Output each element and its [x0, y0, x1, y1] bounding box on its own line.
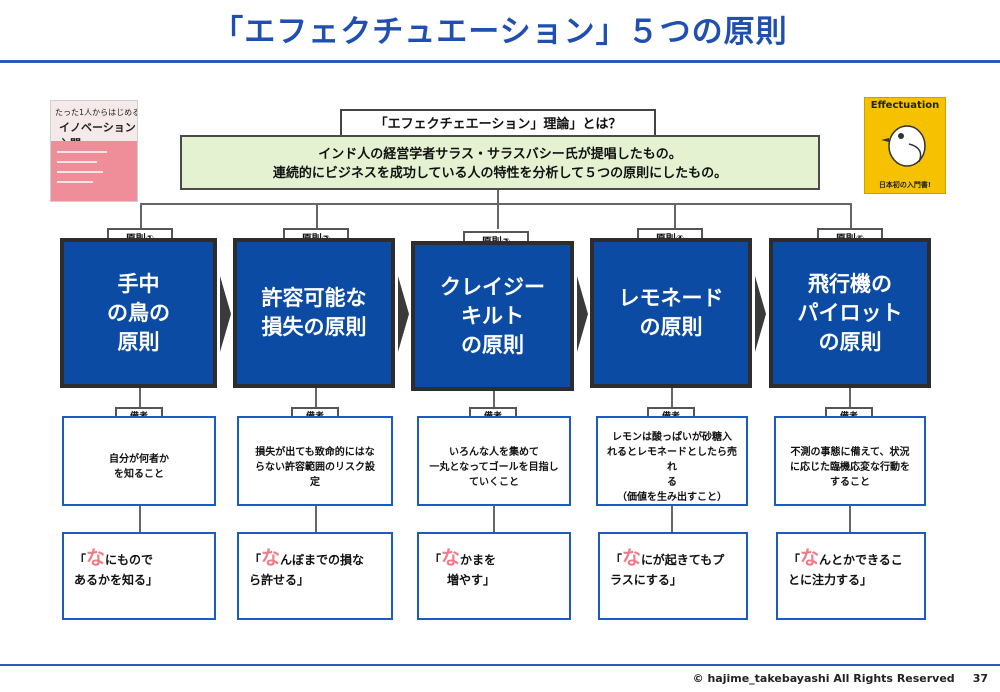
quote-box: 「なにもので あるかを知る」 — [62, 532, 216, 620]
quote-line2: あるかを知る」 — [74, 573, 159, 587]
connector-line — [850, 203, 852, 229]
note-text: 損失が出ても致命的にはな らない許容範囲のリスク設 定 — [255, 446, 375, 488]
principle-title-line: パイロット — [797, 300, 903, 325]
connector-line — [139, 388, 141, 412]
connector-line — [315, 506, 317, 532]
book-right-title: Effectuation — [870, 100, 940, 111]
quote-text: にが起きてもプ — [641, 553, 725, 567]
quote-line2: ら許せる」 — [249, 573, 310, 587]
principle-title-line: の原則 — [818, 329, 882, 354]
note-box: 損失が出ても致命的にはな らない許容範囲のリスク設 定 — [237, 416, 393, 506]
principle-box: 飛行機の パイロット の原則 — [769, 238, 931, 388]
quote-text: んとかできるこ — [819, 553, 903, 567]
connector-line — [316, 203, 318, 229]
principle-title-line: レモネード — [618, 286, 724, 310]
book-left-text-line — [57, 151, 107, 153]
connector-line — [849, 506, 851, 532]
note-box: レモンは酸っぱいが砂糖入 れるとレモネードとしたら売れ る （価値を生み出すこと… — [596, 416, 748, 506]
quote-initial: な — [800, 547, 820, 569]
flow-arrow — [220, 276, 231, 352]
note-box: いろんな人を集めて 一丸となってゴールを目指し ていくこと — [417, 416, 571, 506]
book-left-top-line: たった1人からはじめる — [55, 108, 138, 117]
connector-line — [315, 388, 317, 412]
quote-box: 「なんとかできるこ とに注力する」 — [776, 532, 926, 620]
connector-line — [140, 203, 851, 205]
book-left-text-line — [57, 181, 93, 183]
principle-title-line: 損失の原則 — [261, 315, 367, 339]
principle-title-line: 飛行機の — [808, 271, 892, 296]
book-cover-effectuation: Effectuation 日本初の入門書! — [864, 97, 946, 194]
connector-line — [674, 203, 676, 229]
connector-line — [139, 506, 141, 532]
connector-line — [671, 506, 673, 532]
note-text: レモンは酸っぱいが砂糖入 れるとレモネードとしたら売れ る （価値を生み出すこと… — [607, 431, 737, 503]
connector-line — [497, 203, 499, 229]
connector-line — [140, 203, 142, 229]
connector-line — [493, 391, 495, 412]
quote-line1: 「なにが起きてもプ — [610, 547, 725, 569]
theory-desc-line2: 連続的にビジネスを成功している人の特性を分析して５つの原則にしたもの。 — [272, 166, 728, 181]
footer: © hajime_takebayashi All Rights Reserved… — [675, 672, 988, 685]
principle-title-line: 手中 — [117, 271, 160, 296]
principle-title-line: の原則 — [639, 315, 703, 339]
quote-line2: ラスにする」 — [610, 573, 682, 587]
quote-box: 「なにが起きてもプ ラスにする」 — [598, 532, 748, 620]
note-box: 不測の事態に備えて、状況 に応じた臨機応変な行動を すること — [774, 416, 926, 506]
book-cover-innovation: たった1人からはじめる イノベーション入門 — [50, 100, 138, 202]
quote-line1: 「なんとかできるこ — [788, 547, 903, 569]
book-left-text-line — [57, 161, 97, 163]
page-title: 「エフェクチュエーション」５つの原則 — [212, 14, 788, 50]
note-text: 不測の事態に備えて、状況 に応じた臨機応変な行動を すること — [790, 446, 910, 488]
page-number: 37 — [972, 672, 988, 685]
quote-text: んぼまでの損な — [280, 553, 365, 567]
quote-line2: とに注力する」 — [788, 573, 873, 587]
book-right-bottom: 日本初の入門書! — [878, 181, 932, 189]
copyright-text: © hajime_takebayashi All Rights Reserved — [692, 672, 955, 685]
quote-line1: 「なんぼまでの損な — [249, 547, 365, 569]
note-text: 自分が何者か を知ること — [109, 454, 169, 480]
quote-initial: な — [86, 547, 106, 569]
principle-title-line: 許容可能な — [261, 286, 367, 310]
principle-title-line: キルト — [461, 303, 524, 328]
quote-initial: な — [261, 547, 281, 569]
flow-arrow — [755, 276, 766, 352]
quote-initial: な — [441, 547, 461, 569]
theory-description: インド人の経営学者サラス・サラスバシー氏が提唱したもの。 連続的にビジネスを成功… — [180, 135, 820, 190]
principle-box: レモネード の原則 — [590, 238, 752, 388]
flow-arrow — [577, 276, 588, 352]
quote-text: かまを — [460, 553, 497, 567]
quote-box: 「なんぼまでの損な ら許せる」 — [237, 532, 393, 620]
quote-text: にもので — [105, 553, 154, 567]
note-box: 自分が何者か を知ること — [62, 416, 216, 506]
theory-desc-line1: インド人の経営学者サラス・サラスバシー氏が提唱したもの。 — [318, 147, 682, 162]
principle-box: 手中 の鳥の 原則 — [60, 238, 217, 388]
principle-box: 許容可能な 損失の原則 — [233, 238, 395, 388]
footer-divider — [0, 664, 1000, 666]
book-left-text-line — [57, 171, 103, 173]
title-divider — [0, 60, 1000, 63]
principle-title-line: の原則 — [461, 332, 524, 357]
quote-initial: な — [622, 547, 642, 569]
quote-line2: 増やす」 — [447, 573, 496, 587]
principle-title-line: の鳥の — [107, 300, 170, 325]
quote-box: 「なかまを 増やす」 — [417, 532, 571, 620]
theory-label: 「エフェクチェエーション」理論」とは？ — [340, 109, 656, 137]
quote-line1: 「なにもので — [74, 547, 154, 569]
connector-line — [671, 388, 673, 412]
flow-arrow — [398, 276, 409, 352]
connector-line — [497, 190, 499, 203]
note-text: いろんな人を集めて 一丸となってゴールを目指し ていくこと — [429, 446, 559, 488]
principle-box: クレイジー キルト の原則 — [411, 241, 574, 391]
principle-title-line: クレイジー — [440, 274, 545, 299]
principle-title-line: 原則 — [117, 329, 160, 354]
quote-line1: 「なかまを — [429, 547, 497, 569]
connector-line — [849, 388, 851, 412]
bird-icon — [881, 125, 926, 167]
connector-line — [493, 506, 495, 532]
